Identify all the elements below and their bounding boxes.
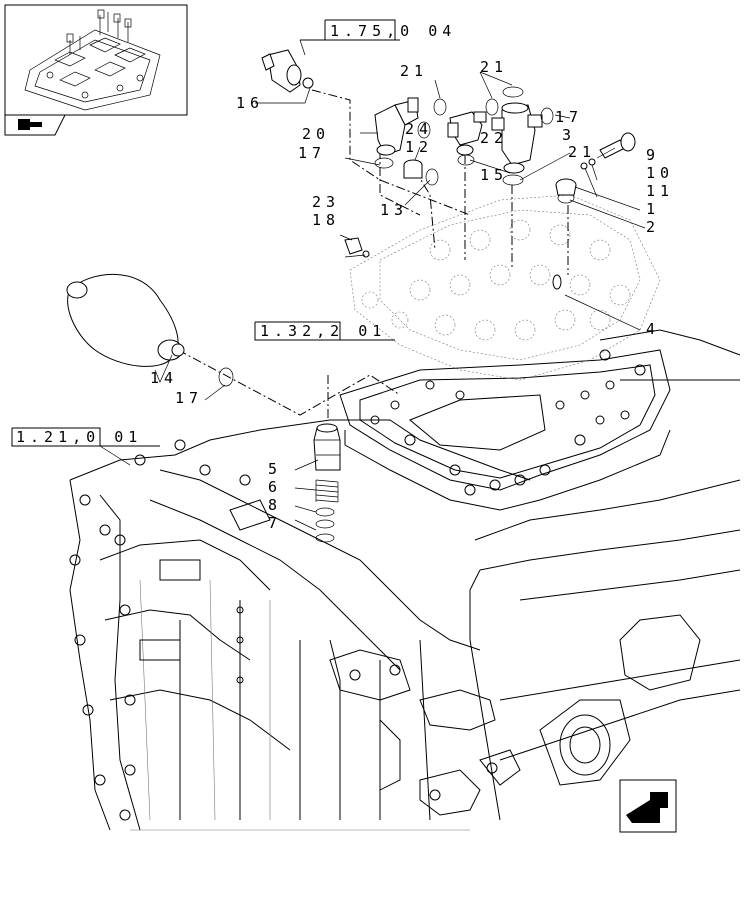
transmission-housing (69, 419, 741, 831)
callout-8: 8 (268, 496, 282, 514)
callout-6: 6 (268, 478, 282, 496)
callout-11: 11 (646, 182, 674, 200)
reference-label: 1.32,2 01 (260, 322, 386, 340)
callout-1: 1 (646, 200, 660, 218)
part-6-spring[interactable] (315, 479, 339, 503)
part-18-plug[interactable] (344, 237, 370, 258)
reference-label: 1.75,0 04 (330, 22, 456, 40)
part-3-cross-fitting[interactable] (491, 102, 543, 174)
callout-labels: 16 21 21 17 3 24 20 22 12 17 21 15 9 10 … (150, 58, 674, 532)
callout-21: 21 (568, 143, 596, 161)
callout-17: 17 (298, 144, 326, 162)
part-4-ring[interactable] (552, 274, 562, 290)
assembly-thumbnail[interactable] (4, 4, 188, 116)
callout-12: 12 (405, 138, 433, 156)
next-page-arrow-icon[interactable] (619, 779, 677, 833)
control-valve-block (349, 194, 661, 381)
callout-21: 21 (400, 62, 428, 80)
callout-10: 10 (646, 164, 674, 182)
callout-2: 2 (646, 218, 660, 236)
callout-14: 14 (150, 369, 178, 387)
leader-lines (154, 71, 646, 531)
callout-23: 23 (312, 193, 340, 211)
callout-9: 9 (646, 146, 660, 164)
reference-box-2[interactable]: 1.32,2 01 (254, 321, 395, 341)
callout-22: 22 (480, 129, 508, 147)
part-22-tee-fitting[interactable] (447, 111, 487, 156)
part-1-cap[interactable] (555, 178, 577, 196)
assembly-lines (177, 89, 569, 420)
callout-15: 15 (480, 166, 508, 184)
callout-17: 17 (175, 389, 203, 407)
book-icon[interactable] (4, 114, 66, 136)
part-16-sensor[interactable] (261, 49, 314, 93)
callout-21: 21 (480, 58, 508, 76)
callout-24: 24 (405, 120, 433, 138)
callout-4: 4 (646, 320, 660, 338)
callout-20: 20 (302, 125, 330, 143)
part-12-plug[interactable] (403, 159, 423, 179)
callout-13: 13 (380, 201, 408, 219)
part-14-accumulator[interactable] (66, 273, 185, 367)
callout-16: 16 (236, 94, 264, 112)
hydraulic-top-plate (339, 329, 741, 511)
callout-3: 3 (562, 126, 576, 144)
callout-5: 5 (268, 460, 282, 478)
callout-7: 7 (268, 514, 282, 532)
part-5-valve-body[interactable] (313, 423, 341, 471)
reference-label: 1.21,0 01 (16, 428, 142, 446)
callout-17: 17 (555, 108, 583, 126)
reference-box-1[interactable]: 1.75,0 04 (299, 19, 456, 56)
callout-18: 18 (312, 211, 340, 229)
reference-box-3[interactable]: 1.21,0 01 (11, 427, 160, 466)
part-20-elbow-fitting[interactable] (374, 97, 419, 156)
